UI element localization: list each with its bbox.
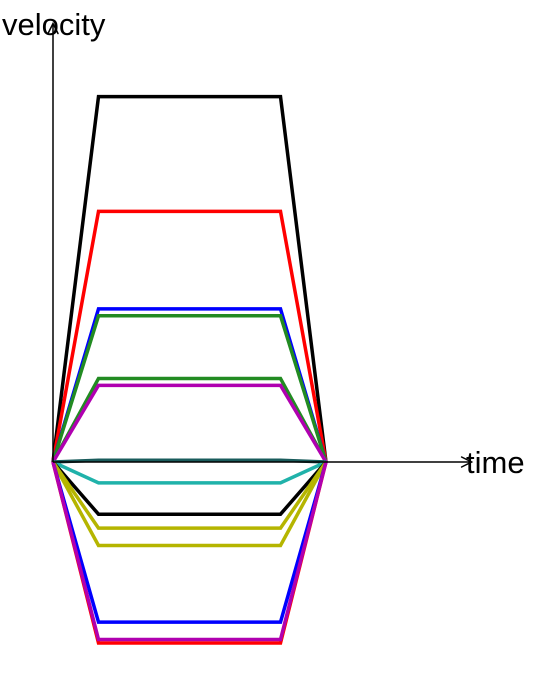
series-layer (51, 94, 328, 645)
series-line-9 (51, 460, 328, 516)
series-line-4 (51, 314, 328, 463)
series-line-1 (51, 94, 328, 463)
series-line-11 (51, 461, 328, 548)
series-line-12 (51, 461, 328, 624)
x-axis-arrowhead (460, 456, 474, 468)
series-line-7 (52, 458, 327, 464)
series-line-2 (51, 209, 328, 463)
y-axis-label: velocity (2, 7, 106, 42)
series-line-6 (51, 383, 328, 463)
series-line-5 (51, 376, 328, 463)
series-line-10 (51, 461, 328, 530)
series-line-14 (51, 461, 328, 642)
y-axis-arrowhead (47, 21, 59, 35)
x-axis-label: time (466, 445, 525, 480)
series-line-8 (52, 460, 327, 485)
